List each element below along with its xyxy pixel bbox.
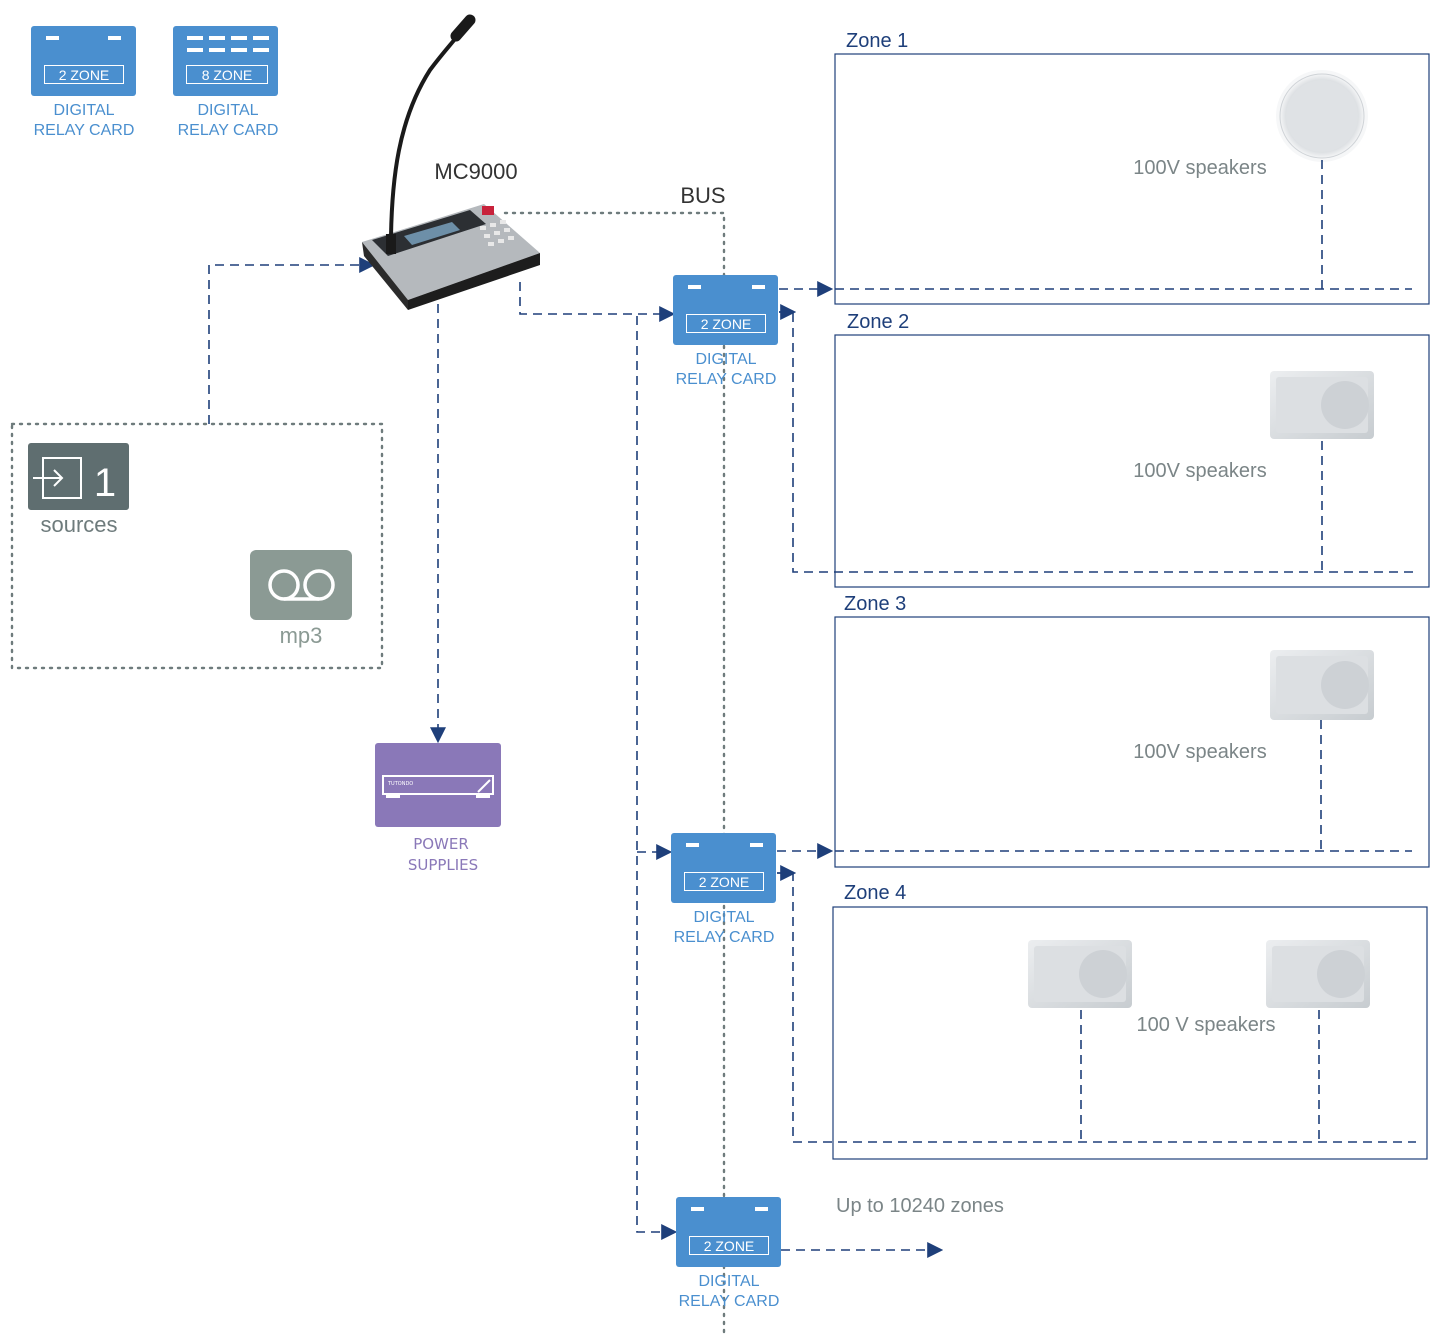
expansion-note: Up to 10240 zones xyxy=(836,1195,1004,1217)
mp3-voicemail-icon xyxy=(250,550,352,620)
bus-label: BUS xyxy=(680,183,725,208)
legend-2zone-line2: RELAY CARD xyxy=(34,122,135,139)
box-speaker-icon xyxy=(1270,650,1374,720)
sources-label: sources xyxy=(40,512,117,537)
zone-2-speakers-label: 100V speakers xyxy=(1133,460,1266,482)
relay-card-3-line1: DIGITAL xyxy=(698,1273,759,1290)
box-speaker-icon xyxy=(1028,940,1132,1008)
legend-8zone-badge: 8 ZONE xyxy=(202,67,253,83)
relay-card-2-line2: RELAY CARD xyxy=(674,929,775,946)
relay-card-2-line1: DIGITAL xyxy=(693,909,754,926)
zone-3-speakers-label: 100V speakers xyxy=(1133,741,1266,763)
mp3-label: mp3 xyxy=(280,623,323,648)
power-brand: TUTONDO xyxy=(387,781,413,787)
relay-card-1: 2 ZONE DIGITAL RELAY CARD xyxy=(673,275,778,388)
sources-count: 1 xyxy=(94,461,116,505)
power-label-line2: SUPPLIES xyxy=(408,856,478,874)
mc9000-console-icon xyxy=(362,14,540,310)
relay-card-3-badge: 2 ZONE xyxy=(704,1238,755,1254)
sources-icon: 1 xyxy=(28,443,129,510)
zone-2-title: Zone 2 xyxy=(847,311,909,333)
zone-1-title: Zone 1 xyxy=(846,30,908,52)
mc9000-label: MC9000 xyxy=(434,159,517,184)
legend-2zone-badge: 2 ZONE xyxy=(59,67,110,83)
box-speaker-icon xyxy=(1266,940,1370,1008)
relay-card-1-badge: 2 ZONE xyxy=(701,316,752,332)
sources-group xyxy=(10,422,384,670)
legend-8zone-line2: RELAY CARD xyxy=(178,122,279,139)
relay-card-1-line2: RELAY CARD xyxy=(676,371,777,388)
legend-2zone-line1: DIGITAL xyxy=(53,102,114,119)
legend-8zone-line1: DIGITAL xyxy=(197,102,258,119)
box-speaker-icon xyxy=(1270,371,1374,439)
relay-card-2: 2 ZONE DIGITAL RELAY CARD xyxy=(671,833,776,946)
power-supply-icon: TUTONDO xyxy=(375,743,501,827)
legend-8zone-card: 8 ZONE DIGITAL RELAY CARD xyxy=(173,26,278,139)
relay-card-2-badge: 2 ZONE xyxy=(699,874,750,890)
power-label-line1: POWER xyxy=(413,835,469,853)
zone-4-title: Zone 4 xyxy=(844,882,906,904)
relay-card-3-line2: RELAY CARD xyxy=(679,1293,780,1310)
legend-2zone-card: 2 ZONE DIGITAL RELAY CARD xyxy=(31,26,136,139)
zone-3-title: Zone 3 xyxy=(844,593,906,615)
ceiling-speaker-icon xyxy=(1276,70,1368,162)
zone-4-speakers-label: 100 V speakers xyxy=(1137,1014,1276,1036)
relay-card-3: 2 ZONE DIGITAL RELAY CARD xyxy=(676,1197,781,1310)
zone-1-speakers-label: 100V speakers xyxy=(1133,157,1266,179)
relay-card-1-line1: DIGITAL xyxy=(695,351,756,368)
